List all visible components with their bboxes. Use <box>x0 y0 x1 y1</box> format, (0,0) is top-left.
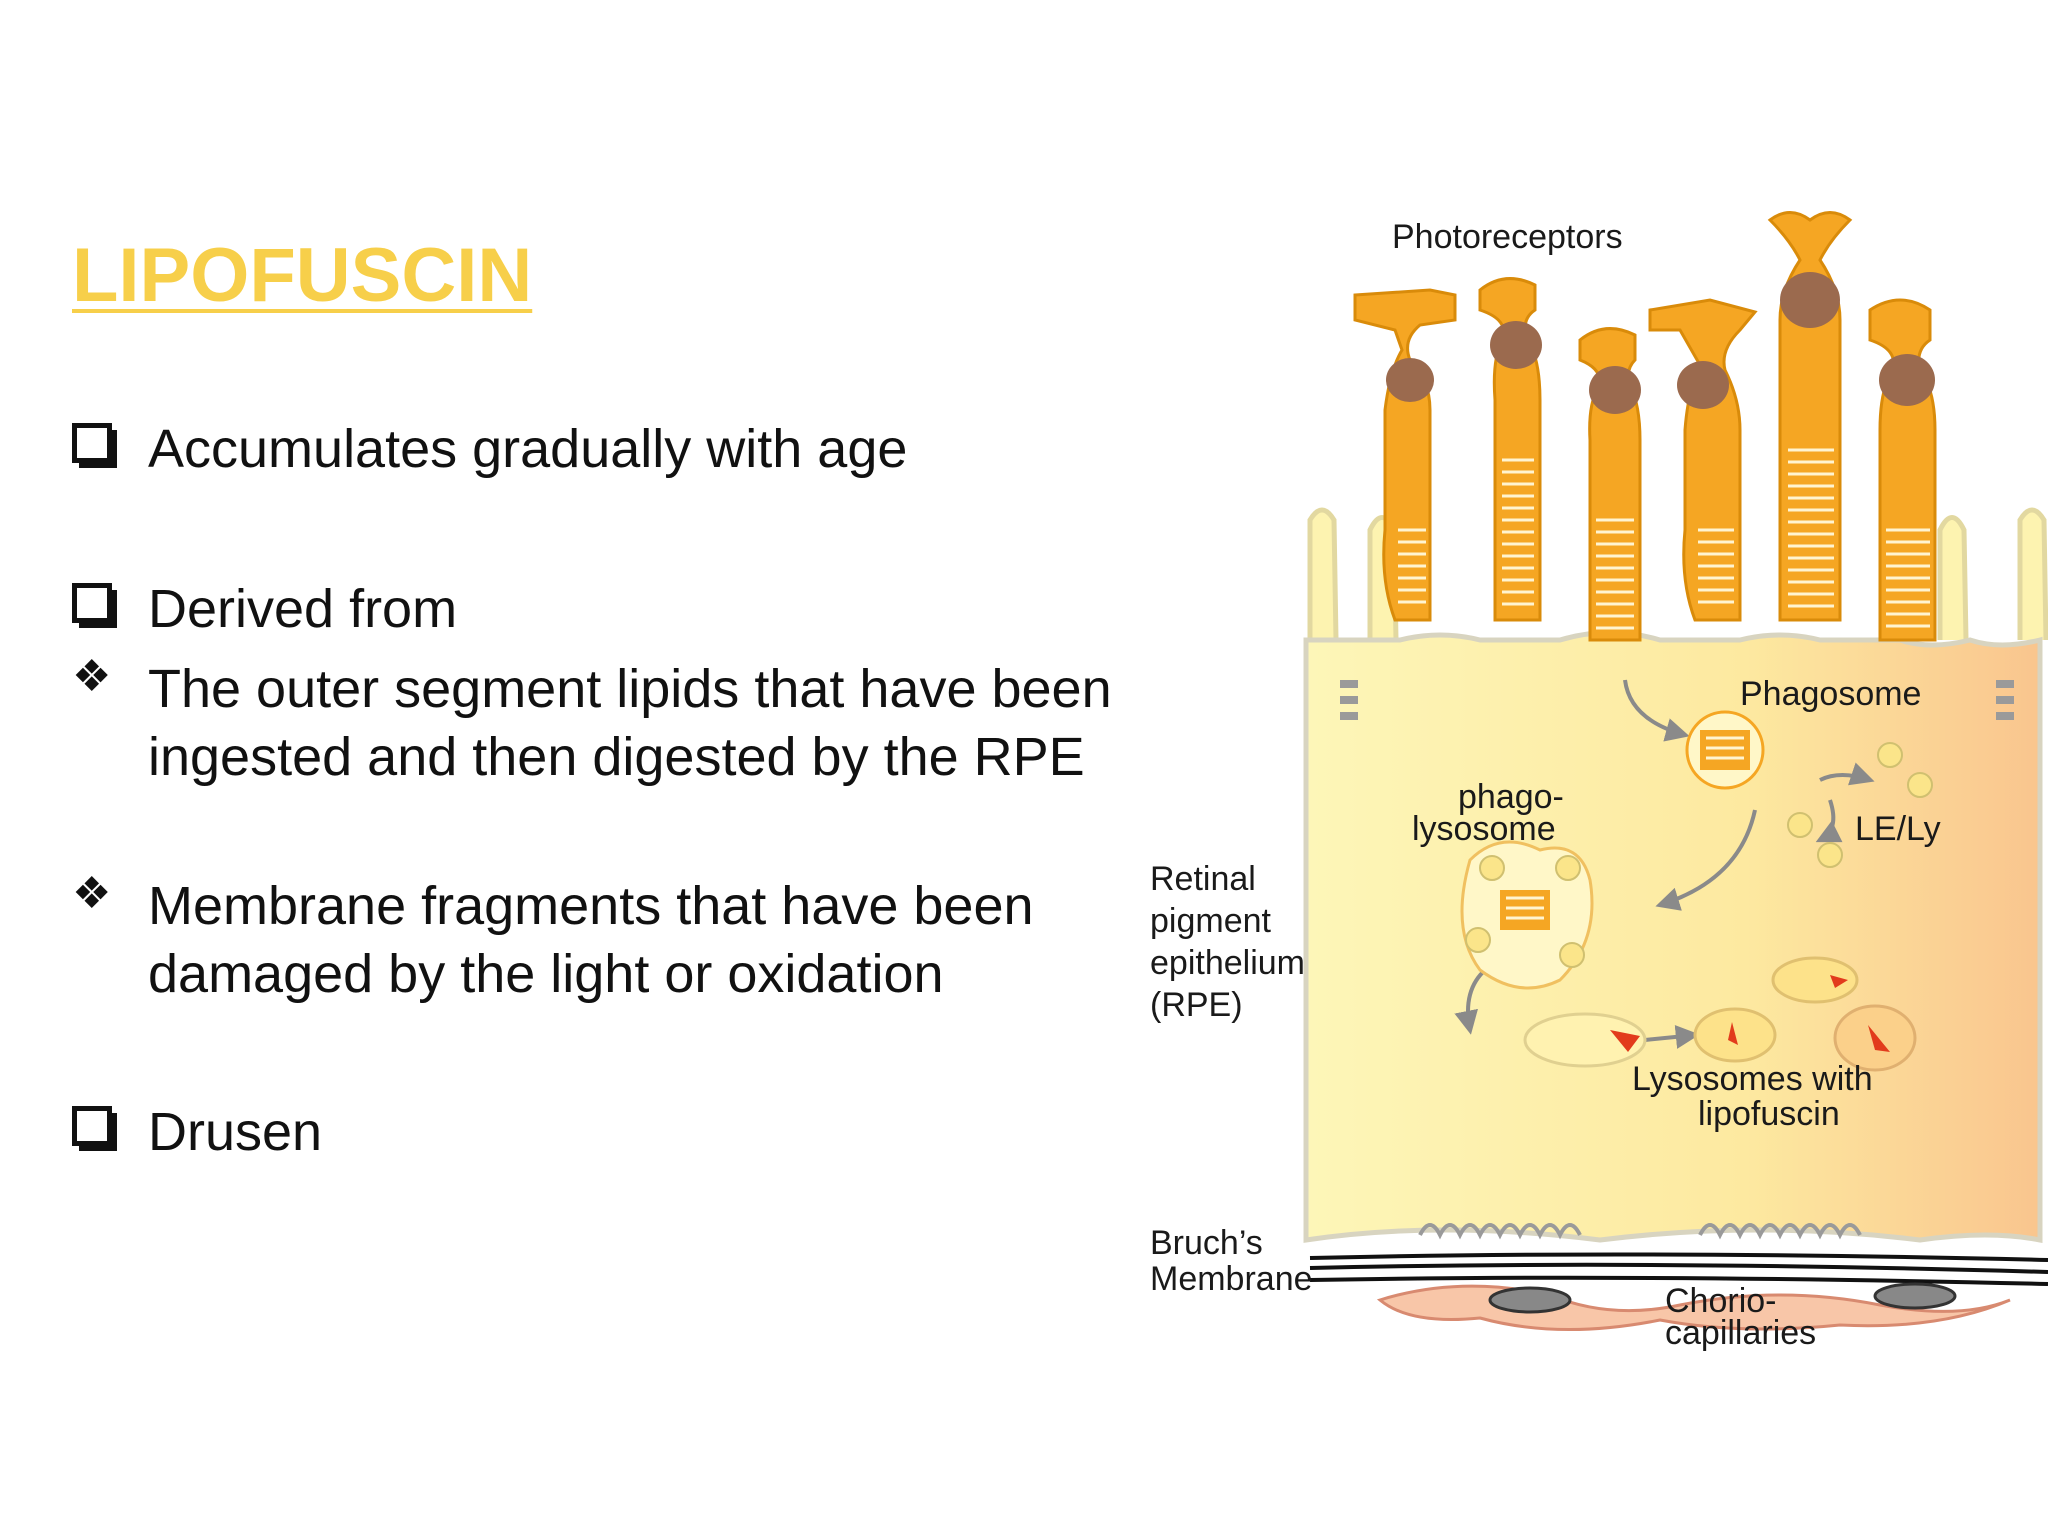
label-rpe-4: (RPE) <box>1150 986 1243 1024</box>
label-lipofuscin: lipofuscin <box>1698 1095 1840 1133</box>
label-rpe-2: pigment <box>1150 902 1272 940</box>
label-lysosomes-with: Lysosomes with <box>1632 1060 1873 1098</box>
label-lysosome: lysosome <box>1412 810 1556 848</box>
label-phagosome: Phagosome <box>1740 675 1921 713</box>
bullet-text: Membrane fragments that have been damage… <box>148 876 1034 1004</box>
bullet-text: The outer segment lipids that have been … <box>148 659 1112 787</box>
phagosome <box>1685 710 1765 790</box>
diamond-bullet-icon: ❖ <box>72 652 112 701</box>
photoreceptor-cells <box>1353 211 1937 642</box>
label-rpe-1: Retinal <box>1150 860 1256 898</box>
label-chorio: Chorio- <box>1665 1282 1776 1320</box>
phagolysosome <box>1460 840 1594 990</box>
rpe-lipofuscin-diagram: Photoreceptors Phagosome phago- lysosome… <box>1150 211 2048 1352</box>
label-membrane: Membrane <box>1150 1260 1313 1298</box>
bullet-text: Drusen <box>148 1102 323 1162</box>
bruchs-membrane-lines <box>1309 1252 2048 1286</box>
diamond-bullet-icon: ❖ <box>72 869 112 918</box>
label-bruchs: Bruch’s <box>1150 1224 1263 1262</box>
label-photoreceptors: Photoreceptors <box>1392 218 1623 256</box>
label-capillaries: capillaries <box>1665 1314 1816 1352</box>
choriocapillaries <box>1376 1282 2011 1331</box>
outer-segment-discs <box>1398 448 1930 630</box>
label-phago: phago- <box>1458 778 1564 816</box>
slide-title: LIPOFUSCIN <box>72 233 533 318</box>
bullet-text: Derived from <box>148 579 458 639</box>
checkbox-bullet-icon <box>72 1098 132 1166</box>
checkbox-bullet-icon <box>72 575 132 643</box>
lipofuscin-lysosomes <box>1523 956 1917 1072</box>
label-rpe-3: epithelium <box>1150 944 1305 982</box>
late-endosome-lysosome-vesicles <box>1787 742 1933 868</box>
label-le-ly: LE/Ly <box>1855 810 1941 848</box>
checkbox-bullet-icon <box>72 415 132 483</box>
bullet-text: Accumulates gradually with age <box>148 419 908 479</box>
